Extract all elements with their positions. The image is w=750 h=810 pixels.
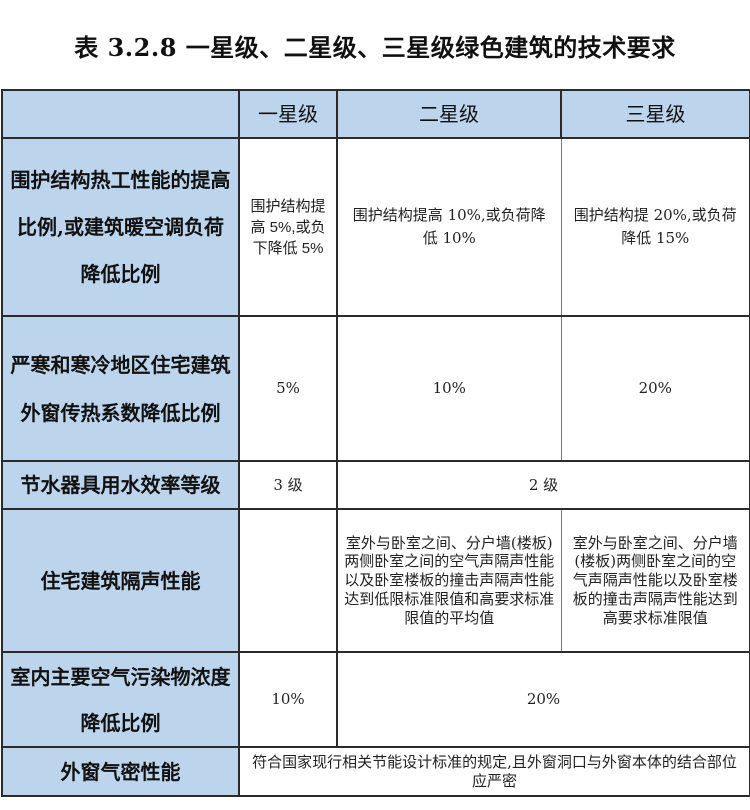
row-label-air-pollutant: 室内主要空气污染物浓度降低比例 xyxy=(1,651,240,748)
cell-one-star: 3 级 xyxy=(238,460,338,510)
technical-requirements-table: 一星级 二星级 三星级 围护结构热工性能的提高比例,或建筑暖空调负荷降低比例 围… xyxy=(1,89,750,797)
cell-all-stars: 符合国家现行相关节能设计标准的规定,且外窗洞口与外窗本体的结合部位应严密 xyxy=(238,746,750,797)
table-header-row: 一星级 二星级 三星级 xyxy=(1,89,750,139)
cell-two-star: 10% xyxy=(336,315,562,462)
cell-three-star: 室外与卧室之间、分户墙(楼板)两侧卧室之间的空气声隔声性能以及卧室楼板的撞击声隔… xyxy=(560,508,750,653)
row-label-window-heat-transfer: 严寒和寒冷地区住宅建筑外窗传热系数降低比例 xyxy=(1,315,240,462)
cell-two-three-star: 20% xyxy=(336,651,750,748)
cell-two-star: 室外与卧室之间、分户墙(楼板)两侧卧室之间的空气声隔声性能以及卧室楼板的撞击声隔… xyxy=(336,508,562,653)
row-label-envelope-thermal: 围护结构热工性能的提高比例,或建筑暖空调负荷降低比例 xyxy=(1,137,240,317)
table-row: 围护结构热工性能的提高比例,或建筑暖空调负荷降低比例 围护结构提高 5%,或负下… xyxy=(1,137,750,317)
row-label-sound-insulation: 住宅建筑隔声性能 xyxy=(1,508,240,653)
cell-three-star: 围护结构提 20%,或负荷降低 15% xyxy=(560,137,750,317)
cell-one-star xyxy=(238,508,338,653)
cell-two-star: 围护结构提高 10%,或负荷降低 10% xyxy=(336,137,562,317)
row-label-water-efficiency: 节水器具用水效率等级 xyxy=(1,460,240,510)
table-title: 表 3.2.8 一星级、二星级、三星级绿色建筑的技术要求 xyxy=(74,33,676,62)
cell-two-three-star: 2 级 xyxy=(336,460,750,510)
cell-three-star: 20% xyxy=(560,315,750,462)
cell-one-star: 5% xyxy=(238,315,338,462)
header-empty-cell xyxy=(1,89,240,139)
cell-one-star: 10% xyxy=(238,651,338,748)
table-row: 严寒和寒冷地区住宅建筑外窗传热系数降低比例 5% 10% 20% xyxy=(1,315,750,462)
cell-one-star: 围护结构提高 5%,或负下降低 5% xyxy=(238,137,338,317)
header-one-star: 一星级 xyxy=(238,89,338,139)
table-row: 室内主要空气污染物浓度降低比例 10% 20% xyxy=(1,651,750,748)
row-label-window-airtightness: 外窗气密性能 xyxy=(1,746,240,797)
table-row: 外窗气密性能 符合国家现行相关节能设计标准的规定,且外窗洞口与外窗本体的结合部位… xyxy=(1,746,750,797)
header-two-star: 二星级 xyxy=(336,89,562,139)
table-row: 节水器具用水效率等级 3 级 2 级 xyxy=(1,460,750,510)
table-row: 住宅建筑隔声性能 室外与卧室之间、分户墙(楼板)两侧卧室之间的空气声隔声性能以及… xyxy=(1,508,750,653)
header-three-star: 三星级 xyxy=(560,89,750,139)
